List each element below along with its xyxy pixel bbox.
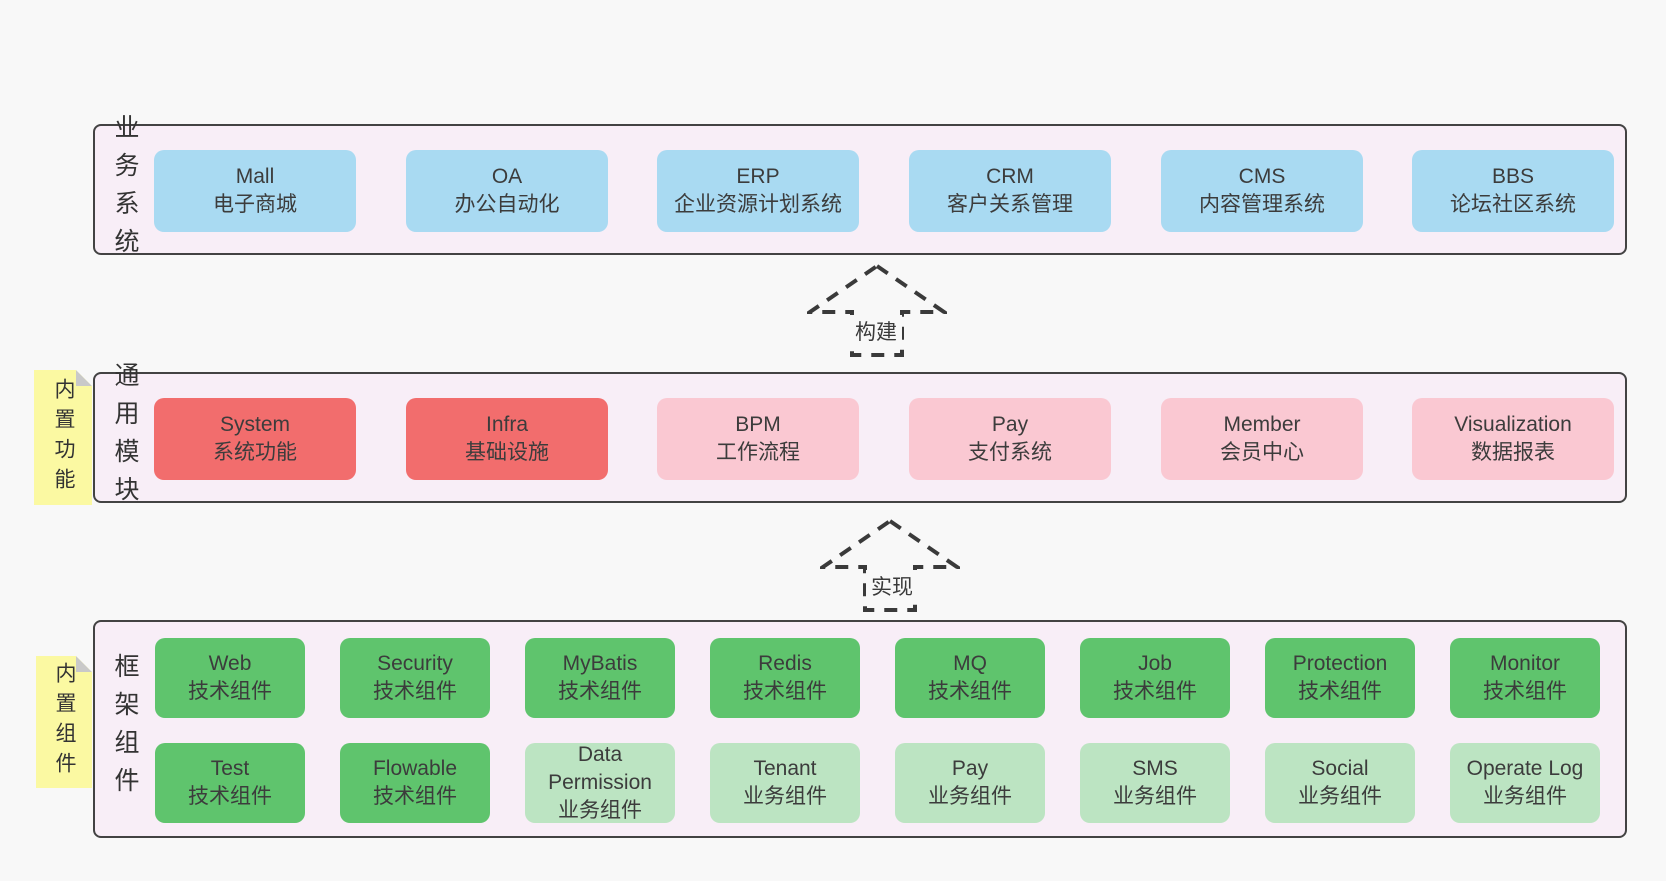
arrow-label-build: 构建 <box>850 315 902 347</box>
sticky-label-built-in-components: 内置组件 <box>53 662 76 782</box>
arrow-implement <box>820 518 960 613</box>
band-label-framework-components: 框架组件 <box>111 653 139 805</box>
sticky-note-built-in-features: 内置功能 <box>34 370 92 505</box>
sticky-label-built-in-features: 内置功能 <box>52 377 75 498</box>
arrow-build <box>807 263 947 358</box>
arrow-label-implement: 实现 <box>866 570 918 602</box>
band-label-common-modules: 通用模块 <box>111 361 139 514</box>
arrow-up-icon <box>820 518 960 612</box>
band-label-business-systems: 业务系统 <box>111 113 139 266</box>
arrow-up-icon <box>807 263 947 357</box>
sticky-note-built-in-components: 内置组件 <box>36 656 92 788</box>
